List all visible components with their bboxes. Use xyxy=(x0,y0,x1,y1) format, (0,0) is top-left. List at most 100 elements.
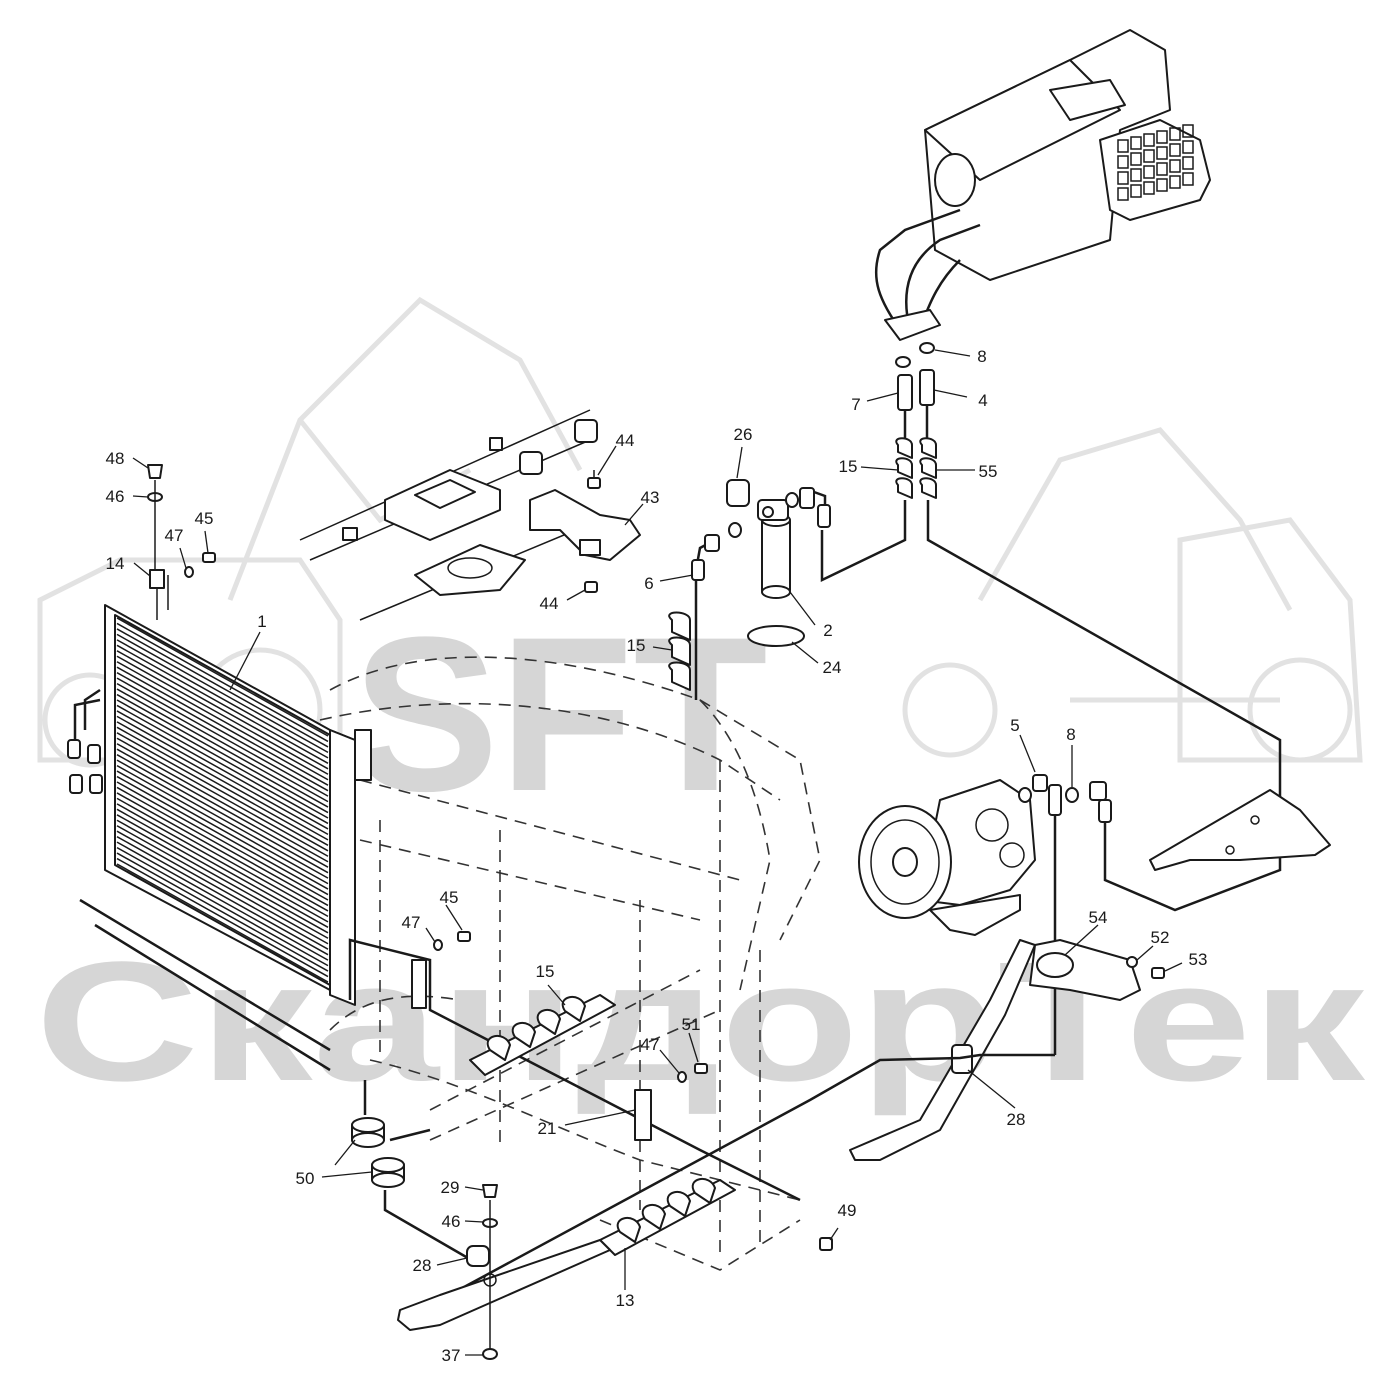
bolt-49 xyxy=(819,1237,833,1251)
grille-cell xyxy=(1130,184,1142,198)
compressor xyxy=(858,779,1036,936)
callout-8-top: 8 xyxy=(977,347,986,366)
condenser-fin xyxy=(116,846,329,967)
grille-cell xyxy=(1117,187,1129,201)
condenser-fin xyxy=(116,759,329,879)
callout-15-lower: 15 xyxy=(536,962,555,981)
compressor-mount xyxy=(929,894,1021,936)
callout-15-top: 15 xyxy=(839,457,858,476)
condenser-fin xyxy=(116,644,329,764)
callout-14: 14 xyxy=(106,554,125,573)
callout-28-left: 28 xyxy=(413,1256,432,1275)
lower-support-arm xyxy=(397,1239,611,1331)
condenser-fin xyxy=(116,754,329,874)
condenser-fin xyxy=(116,710,329,830)
callouts: 1 2 4 5 6 7 8 8 13 14 15 15 15 21 24 26 … xyxy=(106,347,1208,1365)
bolt-51 xyxy=(694,1063,708,1074)
grille-cell xyxy=(1182,172,1194,186)
condenser-fin xyxy=(116,622,329,743)
callout-5: 5 xyxy=(1010,716,1019,735)
watermark-brand: СкандорТек xyxy=(35,927,1366,1117)
grille-cell xyxy=(1182,156,1194,170)
condenser-fin xyxy=(116,677,329,797)
condenser-fin xyxy=(116,693,329,814)
condenser-fin xyxy=(116,808,329,928)
isolator-54 xyxy=(1036,952,1074,978)
callout-51: 51 xyxy=(682,1015,701,1034)
grille-cell xyxy=(1169,175,1181,189)
condenser-fin xyxy=(116,775,329,896)
hose-fitting xyxy=(799,487,815,509)
o-ring-24 xyxy=(747,625,805,647)
grille-cell xyxy=(1169,143,1181,157)
clutch-hub xyxy=(892,847,918,877)
callout-21: 21 xyxy=(538,1119,557,1138)
callout-45-top: 45 xyxy=(195,509,214,528)
bracket-block xyxy=(579,539,601,556)
condenser-fin xyxy=(116,857,329,978)
hose-fitting xyxy=(1089,781,1107,801)
condenser-fin xyxy=(116,672,329,792)
condenser-fin xyxy=(116,836,329,956)
condenser-fin xyxy=(116,715,329,836)
rail-bushing xyxy=(519,451,543,475)
condenser-fin xyxy=(116,830,329,950)
condenser-side-tank xyxy=(329,729,356,1006)
callout-47-middle: 47 xyxy=(402,913,421,932)
condenser-fin xyxy=(116,639,329,759)
grille-cell xyxy=(1156,130,1168,144)
condenser-fin xyxy=(116,743,329,863)
callout-8-compressor: 8 xyxy=(1066,725,1075,744)
condenser-fin xyxy=(116,633,329,754)
callout-55: 55 xyxy=(979,462,998,481)
clip-15-top xyxy=(895,437,913,499)
fitting-4 xyxy=(919,369,935,406)
rail-nut xyxy=(342,527,358,541)
condenser-fin xyxy=(116,721,329,841)
callout-47-bottom: 47 xyxy=(641,1035,660,1054)
callout-53: 53 xyxy=(1189,950,1208,969)
grille-cell xyxy=(1130,152,1142,166)
cab-mount-lower-plate xyxy=(414,544,526,596)
bolt-45 xyxy=(202,552,216,563)
clip-15-middle xyxy=(668,611,691,691)
bolt-48 xyxy=(147,464,163,479)
grille-cell xyxy=(1117,139,1129,153)
callout-6: 6 xyxy=(644,574,653,593)
bracket-upper xyxy=(411,959,427,1009)
grille-cell xyxy=(1156,146,1168,160)
condenser-fin xyxy=(116,737,329,857)
fitting-26 xyxy=(726,479,750,507)
hvac-unit xyxy=(874,29,1211,341)
callout-28-right: 28 xyxy=(1007,1110,1026,1129)
rail-bushing xyxy=(574,419,598,443)
callout-2: 2 xyxy=(823,621,832,640)
watermark-excavator-right-icon xyxy=(902,427,1363,763)
condenser-fin xyxy=(116,814,329,934)
bracket-14 xyxy=(149,569,165,589)
condenser-fin xyxy=(116,863,329,983)
hose-support-bracket xyxy=(1149,789,1331,871)
hvac-blower xyxy=(934,153,976,207)
grille-cell xyxy=(1143,181,1155,195)
callout-46-top: 46 xyxy=(106,487,125,506)
fitting-7 xyxy=(897,374,913,411)
callout-52: 52 xyxy=(1151,928,1170,947)
bolt-29 xyxy=(482,1184,498,1198)
o-ring xyxy=(1018,787,1032,803)
condenser-fin xyxy=(116,655,329,775)
condenser-fin xyxy=(116,704,329,825)
bracket-43 xyxy=(529,489,641,561)
o-ring-8 xyxy=(1065,787,1079,803)
hose-fitting xyxy=(817,504,831,528)
rubber-mount-50-lower xyxy=(371,1157,405,1188)
o-ring-8 xyxy=(895,356,911,368)
callout-44-lower: 44 xyxy=(540,594,559,613)
callout-15-middle: 15 xyxy=(627,636,646,655)
rail-nut xyxy=(489,437,503,451)
clip-55 xyxy=(919,437,937,499)
clip-13 xyxy=(599,1178,736,1256)
condenser-fin xyxy=(116,770,329,890)
callout-44-upper: 44 xyxy=(616,431,635,450)
